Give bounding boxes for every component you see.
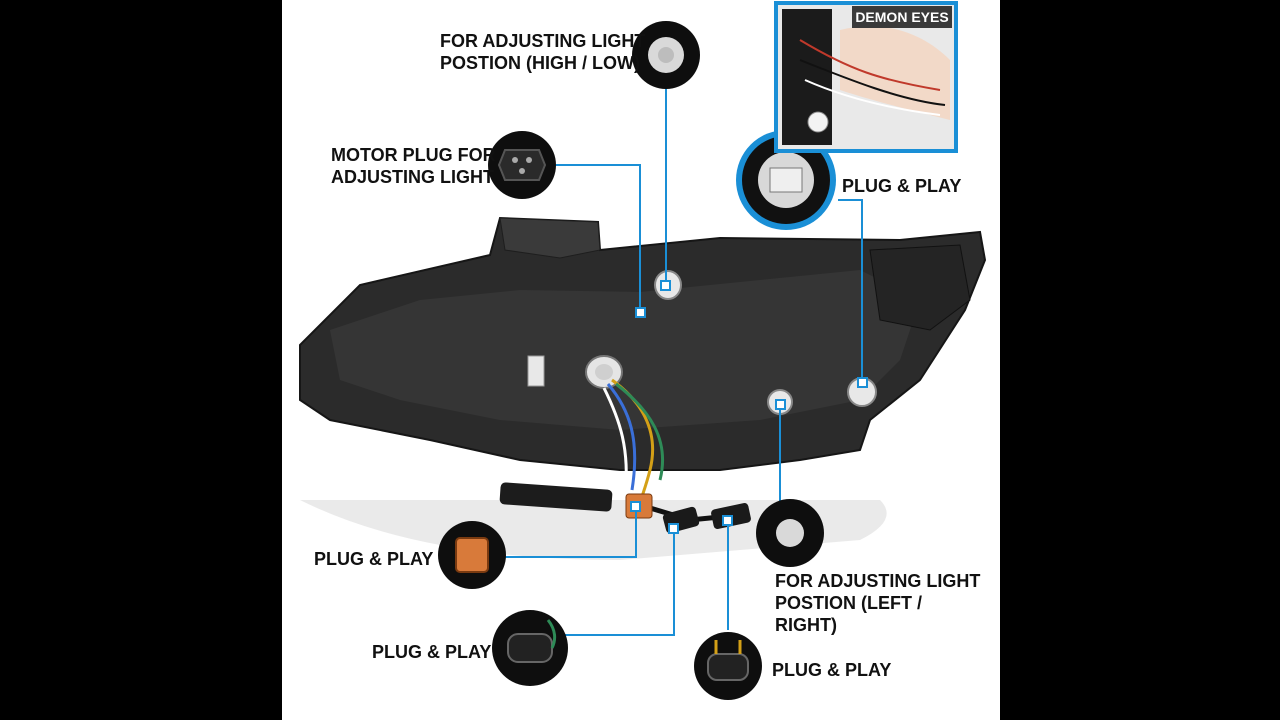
label-plug-play-top-right: PLUG & PLAY xyxy=(842,176,962,196)
thumb-high-low xyxy=(632,21,700,89)
label-high-low: FOR ADJUSTING LIGHT POSTION (HIGH / LOW) xyxy=(440,31,646,73)
label-left-right: FOR ADJUSTING LIGHT POSTION (LEFT / RIGH… xyxy=(775,571,981,635)
inset-badge: DEMON EYES xyxy=(852,6,952,28)
thumb-motor-plug xyxy=(488,131,556,199)
thumb-plug-play-bottom-right xyxy=(694,632,762,700)
thumb-plug-play-bottom-middle xyxy=(492,610,568,686)
callout-lines xyxy=(490,82,863,636)
ballast-module xyxy=(499,482,613,512)
callout-anchors xyxy=(630,280,868,534)
headlight-housing xyxy=(299,216,987,471)
thumb-plug-play-top-right xyxy=(736,130,836,230)
thumb-left-right xyxy=(756,499,824,567)
label-plug-play-bottom-middle: PLUG & PLAY xyxy=(372,642,492,662)
inset-photo-demon-eyes xyxy=(774,1,958,153)
label-motor-plug: MOTOR PLUG FOR ADJUSTING LIGHT xyxy=(331,145,496,187)
label-plug-play-left: PLUG & PLAY xyxy=(314,549,434,569)
label-plug-play-bottom-right: PLUG & PLAY xyxy=(772,660,892,680)
thumb-plug-play-left xyxy=(438,521,506,589)
